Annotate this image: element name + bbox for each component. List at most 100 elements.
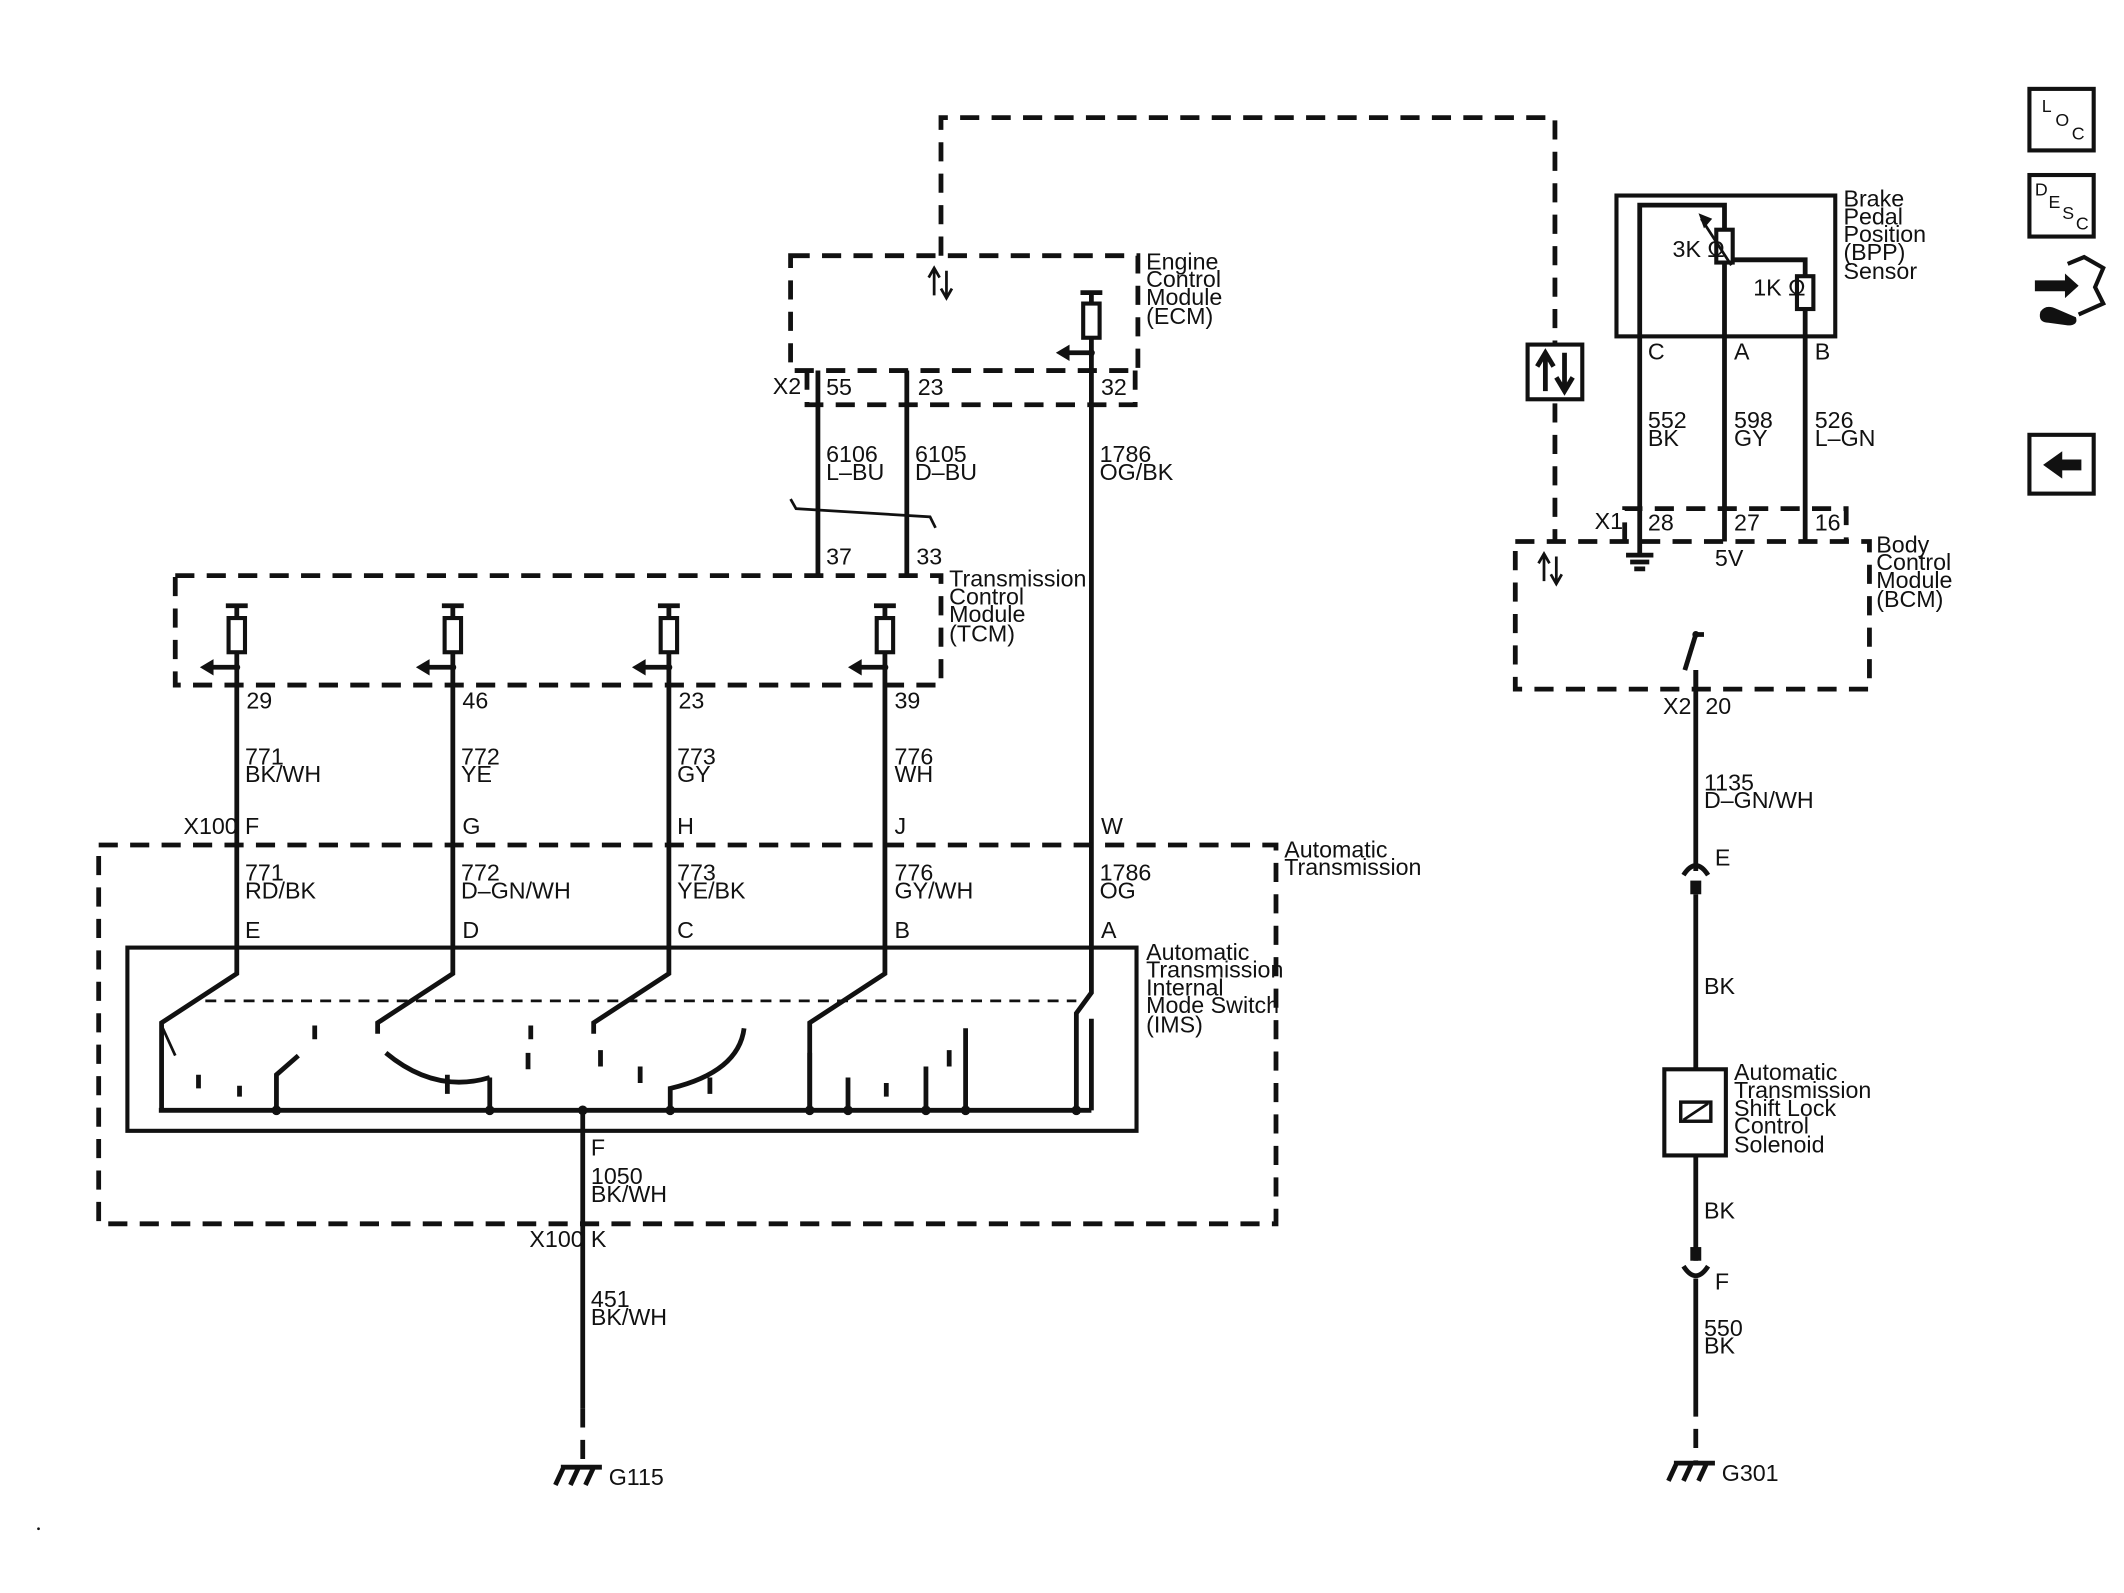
tcm-pin-33: 33 — [916, 544, 942, 570]
connector-icon[interactable] — [2034, 254, 2107, 326]
svg-text:(BPP): (BPP) — [1843, 239, 1905, 265]
tcm-pin-39: 39 — [894, 687, 920, 713]
svg-text:Transmission: Transmission — [1734, 1077, 1871, 1103]
bpp-sensor-label: Brake Pedal Position (BPP) Sensor — [1843, 185, 1926, 283]
ecm-pin-55: 55 — [826, 374, 852, 400]
ims-pin-b: B — [894, 917, 909, 943]
svg-text:1135: 1135 — [1704, 769, 1754, 795]
serial-data-arrows-ecm — [927, 265, 954, 301]
svg-text:(BCM): (BCM) — [1876, 586, 1943, 612]
wire-771 — [159, 667, 240, 1111]
bcm-x2-connector-label: X2 — [1663, 693, 1691, 719]
svg-text:550: 550 — [1704, 1315, 1743, 1341]
svg-text:Transmission: Transmission — [1284, 854, 1421, 880]
ims-pin-d: D — [462, 917, 479, 943]
loc-icon[interactable]: L O C — [2027, 86, 2096, 153]
desc-icon[interactable]: D E S C — [2027, 172, 2096, 239]
svg-text:552: 552 — [1648, 407, 1687, 433]
ims-pin-e: E — [245, 917, 260, 943]
wire-772 — [375, 667, 456, 1034]
twisted-pair-symbol — [789, 498, 937, 529]
ecm-pin-23: 23 — [918, 374, 944, 400]
svg-text:D–GN/WH: D–GN/WH — [461, 877, 571, 903]
svg-text:526: 526 — [1815, 407, 1854, 433]
svg-text:Automatic: Automatic — [1734, 1059, 1837, 1085]
svg-text:776: 776 — [894, 860, 933, 886]
ims-box — [125, 945, 1139, 1133]
bcm-label: Body Control Module (BCM) — [1876, 531, 1952, 612]
shift-lock-solenoid-label: Automatic Transmission Shift Lock Contro… — [1734, 1059, 1871, 1157]
svg-text:S: S — [2062, 203, 2074, 223]
ims-label: Automatic Transmission Internal Mode Swi… — [1146, 939, 1283, 1037]
svg-text:Transmission: Transmission — [1146, 957, 1283, 983]
svg-text:YE/BK: YE/BK — [677, 877, 746, 903]
svg-text:BK/WH: BK/WH — [591, 1304, 667, 1330]
bcm-x1-connector-label: X1 — [1595, 508, 1623, 534]
back-arrow-icon[interactable] — [2027, 432, 2096, 496]
svg-text:6106: 6106 — [826, 441, 878, 467]
svg-text:772: 772 — [461, 743, 500, 769]
ground-g301-label: G301 — [1722, 1460, 1779, 1486]
bcm-pin-16: 16 — [1815, 510, 1841, 536]
tcm-label: Transmission Control Module (TCM) — [949, 566, 1086, 647]
x100-ground-connector-label: X100 — [529, 1226, 583, 1252]
svg-text:Solenoid: Solenoid — [1734, 1132, 1824, 1158]
svg-text:1786: 1786 — [1100, 860, 1152, 886]
serial-data-symbol-box — [1525, 342, 1585, 402]
wire-bk-upper-label: BK — [1704, 973, 1735, 999]
bpp-pin-c: C — [1648, 339, 1665, 365]
ecm-pullup-resistor — [1055, 290, 1103, 371]
tcm-pullup-23 — [631, 603, 680, 676]
ecm-x2-connector — [804, 370, 1138, 408]
bpp-pin-a: A — [1734, 339, 1750, 365]
tcm-box — [172, 573, 944, 688]
x100-pin-f: F — [245, 813, 259, 839]
svg-text:Transmission: Transmission — [949, 566, 1086, 592]
svg-text:Pedal: Pedal — [1843, 203, 1902, 229]
ims-ground-pin-f: F — [591, 1134, 605, 1160]
svg-text:Position: Position — [1843, 221, 1926, 247]
svg-text:O: O — [2055, 110, 2069, 130]
svg-text:(ECM): (ECM) — [1146, 303, 1213, 329]
svg-text:771: 771 — [245, 743, 284, 769]
wire-bk-lower-label: BK — [1704, 1197, 1735, 1223]
svg-text:772: 772 — [461, 860, 500, 886]
svg-text:D–GN/WH: D–GN/WH — [1704, 787, 1814, 813]
svg-text:776: 776 — [894, 743, 933, 769]
svg-text:BK/WH: BK/WH — [591, 1181, 667, 1207]
wire-1786 — [1073, 370, 1094, 1111]
svg-text:BK/WH: BK/WH — [245, 761, 321, 787]
svg-text:773: 773 — [677, 860, 716, 886]
svg-text:Body: Body — [1876, 531, 1929, 557]
bcm-box — [1512, 539, 1872, 692]
svg-text:451: 451 — [591, 1286, 630, 1312]
svg-text:OG: OG — [1100, 877, 1136, 903]
svg-text:Control: Control — [1146, 266, 1221, 292]
svg-text:L–GN: L–GN — [1815, 425, 1876, 451]
svg-text:Control: Control — [949, 583, 1024, 609]
tcm-pin-23: 23 — [678, 687, 704, 713]
solenoid-pin-f: F — [1715, 1268, 1729, 1294]
svg-text:Automatic: Automatic — [1284, 836, 1387, 862]
bcm-pin-28: 28 — [1648, 510, 1674, 536]
wire-6106-label: 6106 L–BU — [826, 441, 884, 485]
svg-text:Shift Lock: Shift Lock — [1734, 1095, 1836, 1121]
wire-773 — [591, 667, 672, 1034]
automatic-transmission-box — [96, 842, 1279, 1227]
bcm-pin-20: 20 — [1705, 693, 1731, 719]
svg-text:BK: BK — [1704, 1333, 1735, 1359]
ground-g115-icon — [553, 1464, 602, 1486]
bpp-pin-b: B — [1815, 339, 1831, 365]
